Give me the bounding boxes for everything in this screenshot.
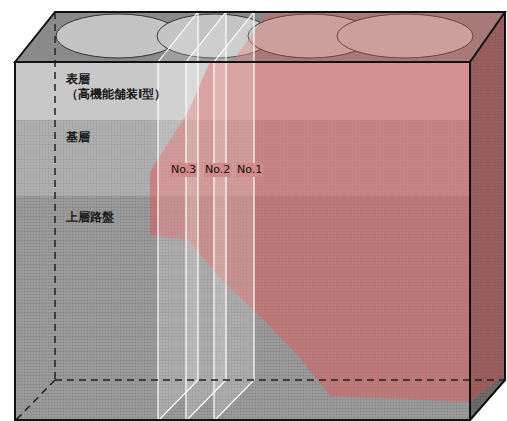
slice-label: No.2 (204, 163, 231, 177)
layer-name: 上層路盤 (66, 210, 114, 224)
hidden-edges (15, 12, 505, 421)
layer-name: 基層 (66, 130, 90, 144)
cut-planes (158, 12, 254, 421)
right-face (470, 12, 505, 421)
top-face (15, 12, 505, 62)
layer-name: 表層 (66, 72, 90, 86)
slice-label: No.3 (170, 163, 197, 177)
core-holes (56, 12, 505, 62)
damage-zone-side (470, 12, 505, 402)
layer-note: （高機能舗装Ⅰ型） (66, 87, 166, 101)
block-outline (15, 12, 505, 420)
slice-label: No.1 (236, 163, 263, 177)
